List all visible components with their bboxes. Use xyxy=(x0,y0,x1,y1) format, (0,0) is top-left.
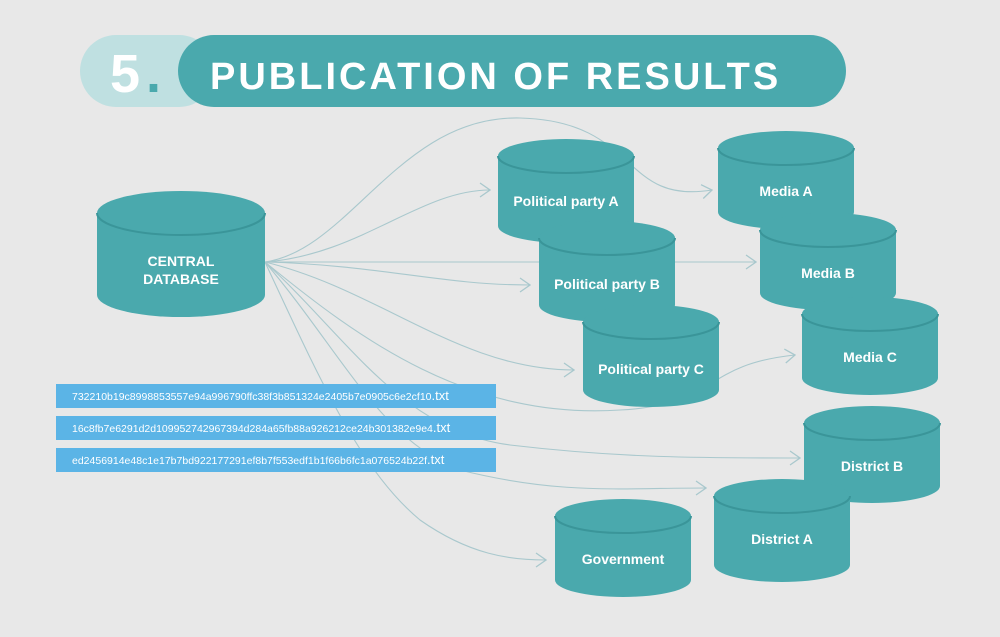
database-media-b: Media B xyxy=(759,213,897,310)
database-government: Government xyxy=(554,499,692,597)
section-title: PUBLICATION OF RESULTS xyxy=(210,56,781,98)
arrow-to-district-b xyxy=(264,261,800,458)
connectors xyxy=(264,117,800,560)
arrow-to-media-a xyxy=(264,117,712,263)
arrow-to-media-c xyxy=(264,261,795,412)
database-district-b: District B xyxy=(803,406,941,503)
central-database-label-line2: DATABASE xyxy=(143,271,219,287)
media-c-label: Media C xyxy=(843,349,897,365)
central-database: CENTRAL DATABASE xyxy=(96,191,266,317)
hash-file-bar-3: ed2456914e48c1e17b7bd922177291ef8b7f553e… xyxy=(56,448,496,472)
arrow-to-party-a xyxy=(264,190,490,263)
hash-file-bar-1: 732210b19c8998853557e94a996790ffc38f3b85… xyxy=(56,384,496,408)
hash-file-3-ext: .txt xyxy=(427,452,445,467)
section-number-dot: . xyxy=(146,44,161,104)
database-district-a: District A xyxy=(713,479,851,582)
database-media-c: Media C xyxy=(801,297,939,395)
district-b-label: District B xyxy=(841,458,903,474)
media-b-label: Media B xyxy=(801,265,855,281)
database-political-party-c: Political party C xyxy=(582,305,720,407)
party-c-label: Political party C xyxy=(598,361,704,377)
database-media-a: Media A xyxy=(717,131,855,229)
database-political-party-b: Political party B xyxy=(538,221,676,322)
hash-file-2-ext: .txt xyxy=(432,420,451,435)
section-number: 5 xyxy=(110,44,140,104)
arrow-to-party-c xyxy=(264,261,574,370)
hash-file-1-hash: 732210b19c8998853557e94a996790ffc38f3b85… xyxy=(72,391,432,403)
section-title-pill xyxy=(178,35,846,107)
hash-file-3-hash: ed2456914e48c1e17b7bd922177291ef8b7f553e… xyxy=(72,455,428,467)
media-a-label: Media A xyxy=(759,183,812,199)
party-b-label: Political party B xyxy=(554,276,660,292)
party-a-label: Political party A xyxy=(513,193,618,209)
hash-file-1-ext: .txt xyxy=(431,388,449,403)
section-header: 5 . PUBLICATION OF RESULTS xyxy=(80,35,846,107)
section-number-pill xyxy=(80,35,215,107)
government-label: Government xyxy=(582,551,665,567)
hash-file-bar-2: 16c8fb7e6291d2d109952742967394d284a65fb8… xyxy=(56,416,496,440)
central-database-label-line1: CENTRAL xyxy=(148,253,215,269)
district-a-label: District A xyxy=(751,531,813,547)
arrow-to-government xyxy=(264,261,546,560)
hash-file-2-hash: 16c8fb7e6291d2d109952742967394d284a65fb8… xyxy=(72,423,433,435)
arrow-to-party-b xyxy=(264,261,530,285)
